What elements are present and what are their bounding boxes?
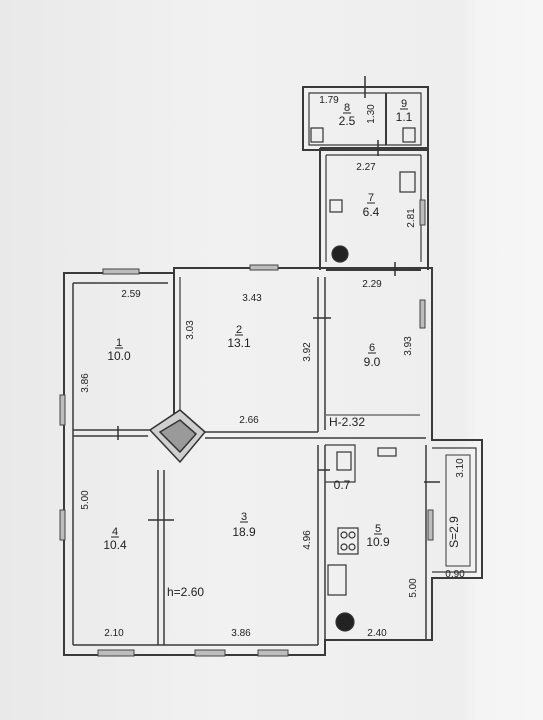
room-5-area: 10.9 <box>366 535 390 549</box>
number-underlines <box>111 108 408 538</box>
dim-2-10: 2.10 <box>104 628 124 639</box>
dim-0-90: 0.90 <box>445 569 465 580</box>
dim-3-10: 3.10 <box>455 458 466 478</box>
dim-2-40: 2.40 <box>367 628 387 639</box>
room-3-area: 18.9 <box>232 525 256 539</box>
room-5-number: 5 <box>375 523 381 535</box>
room-6-area: 9.0 <box>364 355 381 369</box>
height-kitchen-label: H-2.32 <box>329 415 365 429</box>
room-8-number: 8 <box>344 102 350 114</box>
room-2-area: 13.1 <box>227 336 251 350</box>
room-9-area: 1.1 <box>396 110 413 124</box>
room-7-area: 6.4 <box>363 205 380 219</box>
room-7-number: 7 <box>368 192 374 204</box>
dim-4-96: 4.96 <box>302 530 313 550</box>
room-1-area: 10.0 <box>107 349 131 363</box>
room-8-area: 2.5 <box>339 114 356 128</box>
dim-1-79: 1.79 <box>319 95 339 106</box>
windows <box>59 199 434 657</box>
room-6-number: 6 <box>369 342 375 354</box>
dim-3-43: 3.43 <box>242 293 262 304</box>
dim-5-00-right: 5.00 <box>408 578 419 598</box>
closet-area: 0.7 <box>334 478 351 492</box>
dim-2-59: 2.59 <box>121 289 141 300</box>
dim-1-30: 1.30 <box>366 104 377 124</box>
dimensions-vertical: 1.30 2.81 3.03 3.92 3.93 3.86 5.00 4.96 … <box>80 104 466 598</box>
dim-3-86-left: 3.86 <box>80 373 91 393</box>
room-4-area: 10.4 <box>103 538 127 552</box>
dim-2-66: 2.66 <box>239 415 259 426</box>
dim-3-92: 3.92 <box>302 342 313 362</box>
fixtures <box>310 127 416 632</box>
dim-2-81: 2.81 <box>406 208 417 228</box>
room-4-number: 4 <box>112 526 118 538</box>
dimensions-horizontal: 1.79 2.27 2.59 3.43 2.29 2.66 0.90 2.10 … <box>104 95 465 639</box>
room-1-number: 1 <box>116 337 122 349</box>
room-3-number: 3 <box>241 511 247 523</box>
height-main-label: h=2.60 <box>167 585 204 599</box>
dim-3-86-bottom: 3.86 <box>231 628 251 639</box>
stair-corner <box>148 409 207 464</box>
dim-2-29: 2.29 <box>362 279 382 290</box>
room-2-number: 2 <box>236 324 242 336</box>
dim-3-93: 3.93 <box>403 336 414 356</box>
balcony-area: S=2.9 <box>447 516 461 548</box>
room-9-number: 9 <box>401 98 407 110</box>
dim-3-03: 3.03 <box>185 320 196 340</box>
walls <box>63 86 483 656</box>
dim-5-00-left: 5.00 <box>80 490 91 510</box>
dim-2-27: 2.27 <box>356 162 376 173</box>
room-labels: 1 10.0 2 13.1 3 18.9 4 10.4 5 10.9 6 9.0… <box>103 98 412 552</box>
door-marks <box>117 76 440 521</box>
